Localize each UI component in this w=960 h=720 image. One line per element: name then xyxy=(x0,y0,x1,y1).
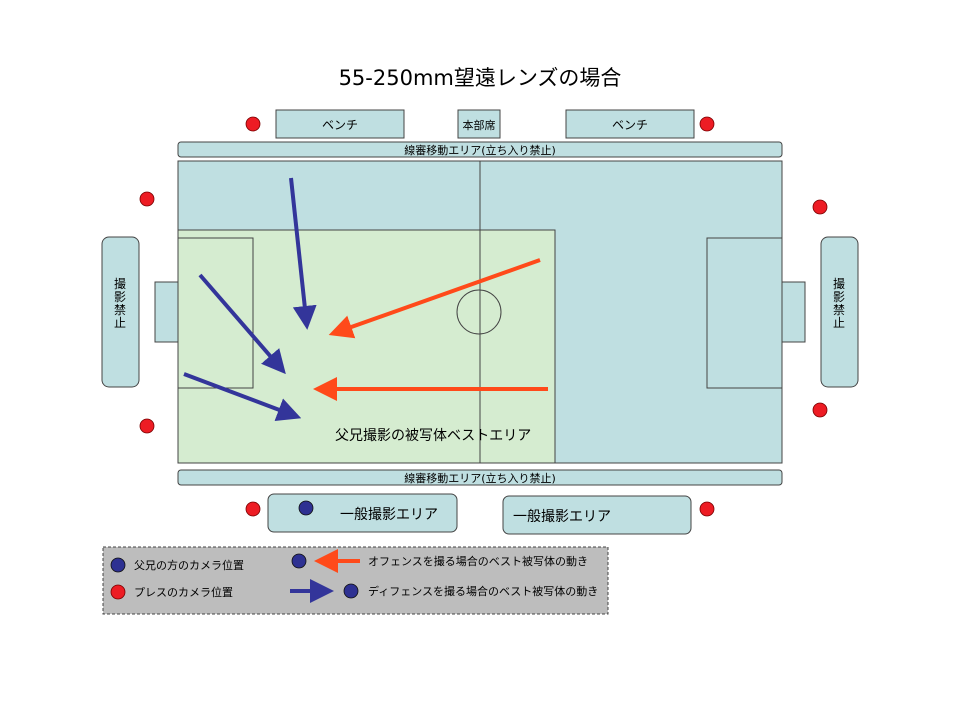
best-area-label: 父兄撮影の被写体ベストエリア xyxy=(335,427,531,444)
general-photo-area-1: 一般撮影エリア xyxy=(267,493,458,533)
defense-arrow-2 xyxy=(198,273,286,375)
bench-left-label: ベンチ xyxy=(322,118,358,132)
no-photo-right: 撮影禁止 xyxy=(820,236,859,388)
goal-right xyxy=(781,281,806,343)
linesman-area-top-label: 線審移動エリア(立ち入り禁止) xyxy=(404,143,556,157)
general-photo-area-2-label: 一般撮影エリア xyxy=(513,508,611,525)
parent-camera-legend-icon xyxy=(291,553,307,569)
center-circle xyxy=(456,289,502,335)
legend-offense-label: オフェンスを撮る場合のベスト被写体の動き xyxy=(368,554,588,568)
legend-parent-camera-label: 父兄の方のカメラ位置 xyxy=(134,558,244,572)
general-photo-area-1-label: 一般撮影エリア xyxy=(340,506,438,523)
best-area xyxy=(177,229,556,464)
headquarters-seat: 本部席 xyxy=(457,109,501,139)
goal-left xyxy=(154,281,179,343)
bench-right: ベンチ xyxy=(565,109,695,139)
parent-camera-dot xyxy=(298,500,314,516)
bench-right-label: ベンチ xyxy=(612,118,648,132)
defense-arrow-1 xyxy=(289,177,317,330)
linesman-area-top: 線審移動エリア(立ち入り禁止) xyxy=(177,141,783,158)
linesman-area-bottom: 線審移動エリア(立ち入り禁止) xyxy=(177,469,783,486)
page-title: 55-250mm望遠レンズの場合 xyxy=(339,66,622,90)
defense-arrow-3 xyxy=(183,372,302,421)
press-camera-dot xyxy=(699,501,715,517)
parent-camera-legend-icon xyxy=(343,583,359,599)
no-photo-left: 撮影禁止 xyxy=(101,236,140,388)
legend: 父兄の方のカメラ位置 プレスのカメラ位置 オフェンスを撮る場合のベスト被写体の動… xyxy=(102,546,609,615)
offense-arrow-1 xyxy=(328,258,541,339)
press-camera-dot xyxy=(139,418,155,434)
press-camera-dot xyxy=(812,199,828,215)
no-photo-left-label: 撮影禁止 xyxy=(114,277,126,330)
press-camera-dot xyxy=(812,402,828,418)
press-camera-dot xyxy=(245,116,261,132)
headquarters-label: 本部席 xyxy=(463,118,496,132)
press-camera-dot xyxy=(699,116,715,132)
bench-left: ベンチ xyxy=(275,109,405,139)
linesman-area-bottom-label: 線審移動エリア(立ち入り禁止) xyxy=(404,471,556,485)
legend-press-camera-label: プレスのカメラ位置 xyxy=(134,585,233,599)
press-camera-dot xyxy=(245,501,261,517)
press-camera-legend-icon xyxy=(110,584,126,600)
legend-defense-label: ディフェンスを撮る場合のベスト被写体の動き xyxy=(368,584,598,598)
parent-camera-legend-icon xyxy=(110,557,126,573)
general-photo-area-2: 一般撮影エリア xyxy=(502,495,692,535)
no-photo-right-label: 撮影禁止 xyxy=(833,277,845,330)
press-camera-dot xyxy=(139,191,155,207)
